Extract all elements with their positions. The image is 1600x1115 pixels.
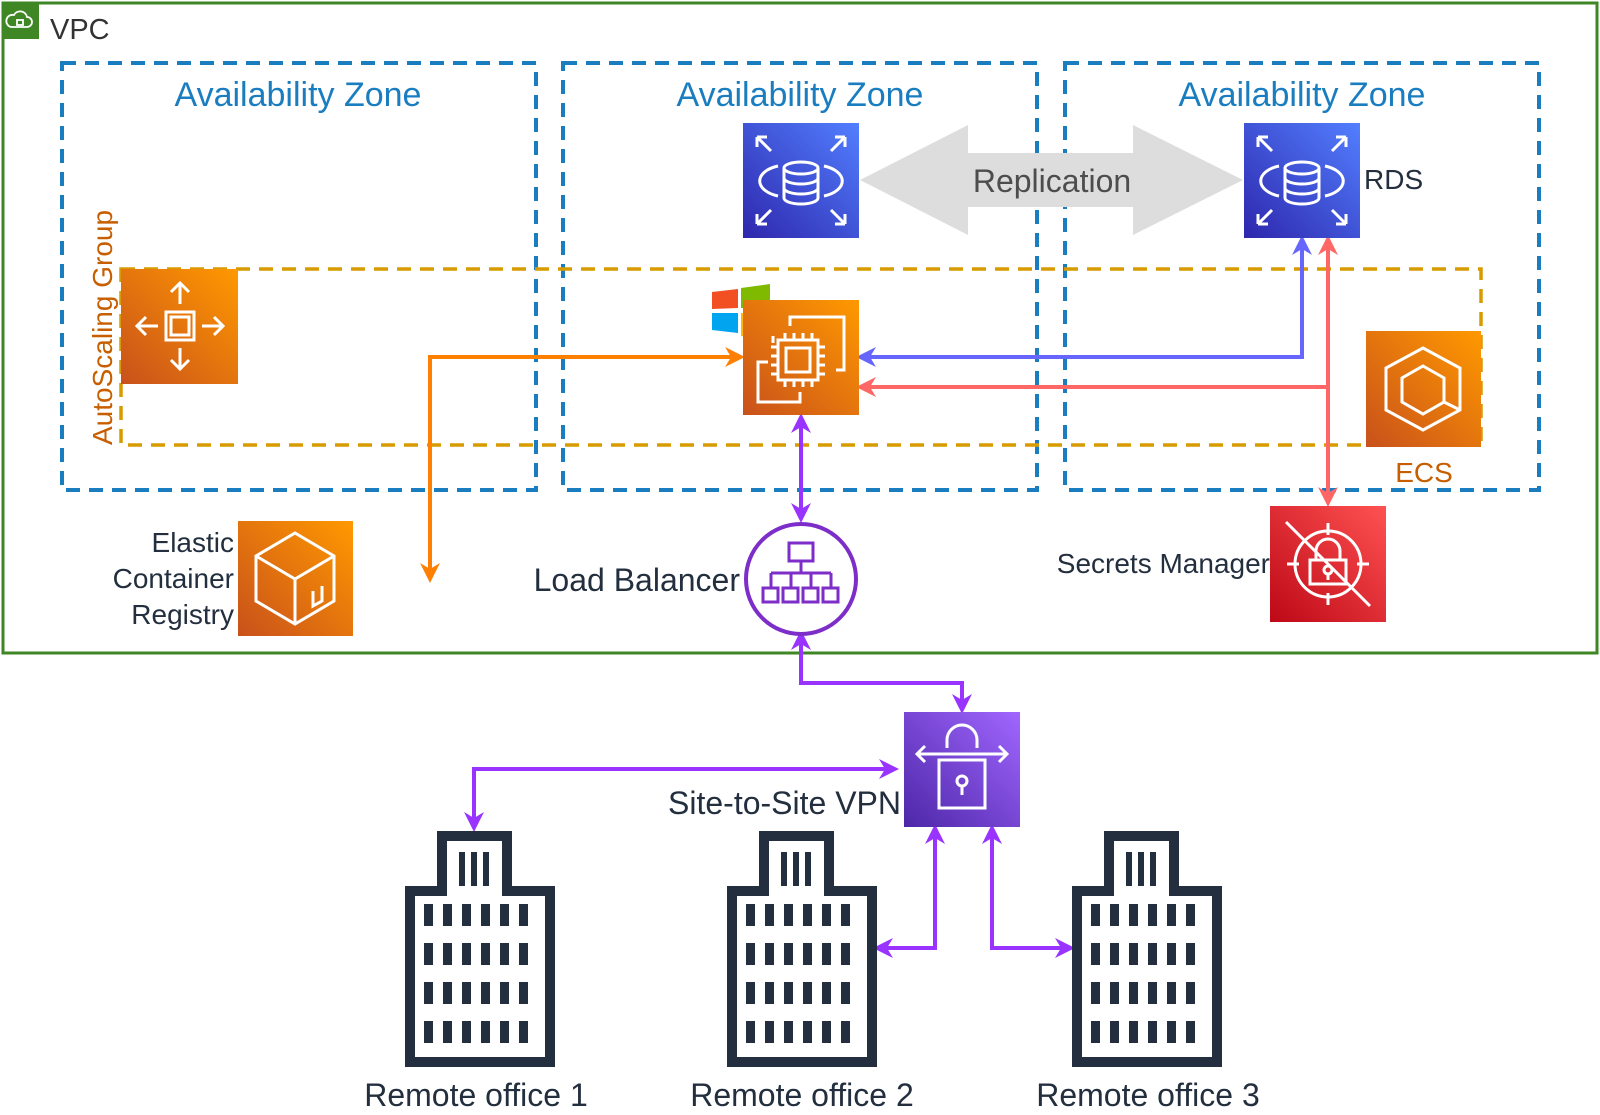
autoscaling-icon: [121, 269, 238, 384]
office-label-3: Remote office 3: [1036, 1077, 1260, 1113]
ecr-ec2-connector: [420, 347, 745, 583]
office-building-1-icon: [405, 831, 555, 1067]
vpn-office2-connector: [873, 824, 945, 958]
az-title-3: Availability Zone: [1179, 76, 1426, 114]
az-title-2: Availability Zone: [677, 76, 924, 114]
office-label-1: Remote office 1: [364, 1077, 588, 1113]
replication-label: Replication: [973, 163, 1131, 199]
ecs-label: ECS: [1395, 457, 1453, 488]
rds-icon-az2: [743, 123, 859, 238]
vpc-label: VPC: [50, 14, 110, 46]
asg-label: AutoScaling Group: [87, 210, 118, 445]
vpc-icon-bg: [3, 3, 39, 39]
availability-zones: Availability Zone Availability Zone Avai…: [60, 61, 1541, 492]
lb-vpn-connector: [791, 630, 972, 714]
ecs-icon: [1366, 331, 1481, 447]
ecr-label-line-2: Container: [113, 563, 234, 594]
rds-label: RDS: [1364, 164, 1423, 195]
autoscaling-group: AutoScaling Group: [87, 210, 1483, 447]
secrets-manager-icon: [1270, 506, 1386, 622]
replication-arrow: Replication: [860, 125, 1243, 235]
ec2-instances-icon: [743, 300, 859, 415]
connectors: [420, 235, 1338, 958]
cloud-lock-icon: [5, 10, 33, 28]
office-building-3-icon: [1072, 831, 1222, 1067]
vpn-office3-connector: [982, 824, 1075, 958]
vpn-label: Site-to-Site VPN: [668, 785, 901, 821]
office-building-2-icon: [727, 831, 877, 1067]
load-balancer-icon: [744, 522, 858, 636]
vpn-icon: [904, 712, 1020, 827]
az-box-1: [60, 61, 538, 492]
ecr-label-line-1: Elastic: [152, 527, 234, 558]
rds-ec2-connector: [856, 235, 1312, 367]
az-title-1: Availability Zone: [175, 76, 422, 114]
load-balancer-label: Load Balancer: [534, 562, 741, 598]
office-label-2: Remote office 2: [690, 1077, 914, 1113]
vpn-office1-connector: [464, 759, 899, 832]
ecr-label: Elastic Container Registry: [113, 527, 234, 630]
secrets-manager-label: Secrets Manager: [1057, 548, 1270, 579]
ecr-icon: [238, 521, 353, 636]
rds-icon-az3: [1244, 123, 1360, 238]
ecr-label-line-3: Registry: [131, 599, 234, 630]
